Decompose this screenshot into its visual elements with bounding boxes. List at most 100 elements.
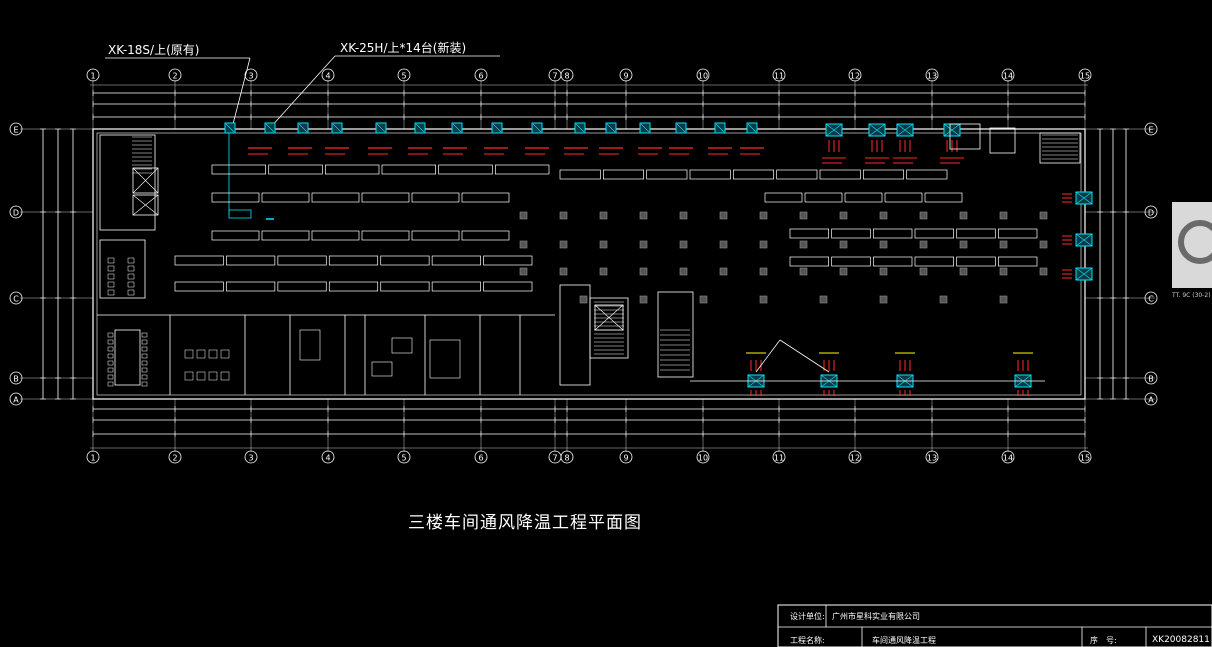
column-axis-bubble	[925, 68, 939, 82]
row-axis-label: C	[13, 295, 19, 304]
workbench	[431, 281, 481, 292]
workbench	[311, 230, 360, 241]
stair-core-right	[1039, 132, 1081, 164]
new-unit-callout: XK-25H/上*14台(新装)	[340, 41, 467, 55]
column-axis-label: 10	[698, 454, 708, 463]
equipment-pad	[559, 267, 568, 276]
equipment-pad	[1039, 211, 1048, 220]
column-axis-label: 7	[552, 454, 557, 463]
equipment-pad	[879, 240, 888, 249]
column-axis-bubble	[397, 450, 411, 464]
column-axis-label: 4	[325, 72, 330, 81]
equipment-pad	[919, 211, 928, 220]
callout-leader-new	[269, 55, 336, 129]
workbench	[602, 169, 645, 180]
column-axis-label: 6	[478, 454, 483, 463]
row-axis-label: E	[1148, 126, 1153, 135]
equipment-pad	[999, 240, 1008, 249]
workbench	[431, 255, 481, 266]
chair	[107, 374, 114, 380]
column-axis-bubble	[925, 450, 939, 464]
equipment-pad	[839, 267, 848, 276]
center-lift-shaft	[594, 304, 624, 331]
chair	[107, 367, 114, 373]
chair	[141, 367, 148, 373]
row-axis-bubble	[1144, 205, 1158, 219]
column-axis-label: 1	[90, 454, 95, 463]
chair	[141, 360, 148, 366]
office-desk	[196, 371, 206, 381]
workbench	[689, 169, 731, 180]
column-axis-bubble	[696, 68, 710, 82]
chair	[107, 265, 115, 272]
workbench	[411, 192, 460, 203]
cooling-unit-mark	[332, 123, 342, 133]
column-axis-label: 9	[623, 72, 628, 81]
column-axis-bubble	[86, 68, 100, 82]
equipment-pad	[919, 267, 928, 276]
workbench	[261, 192, 310, 203]
lower-callout-leader	[779, 339, 830, 373]
cooling-unit-mark	[747, 123, 757, 133]
new-cooling-unit-mark	[1075, 267, 1093, 281]
equipment-pad	[639, 267, 648, 276]
equipment-pad	[519, 240, 528, 249]
new-cooling-unit-mark	[1075, 233, 1093, 247]
cooling-unit-mark	[415, 123, 425, 133]
watermark-logo-icon	[1178, 220, 1212, 264]
workbench	[380, 255, 430, 266]
equipment-pad	[519, 211, 528, 220]
workbench	[324, 164, 380, 175]
row-axis-bubble	[1144, 122, 1158, 136]
column-axis-label: 8	[564, 72, 569, 81]
chair	[127, 289, 135, 296]
toilet-block	[989, 127, 1016, 154]
equipment-pad	[599, 267, 608, 276]
column-axis-bubble	[1001, 68, 1015, 82]
column-axis-bubble	[474, 450, 488, 464]
column-axis-bubble	[772, 450, 786, 464]
equipment-pad	[839, 240, 848, 249]
center-stair-core	[589, 297, 629, 359]
new-cooling-unit-mark	[896, 123, 914, 137]
workbench	[268, 164, 323, 175]
chair	[107, 281, 115, 288]
chair	[127, 265, 135, 272]
row-axis-bubble	[1144, 392, 1158, 406]
office-desk	[220, 371, 230, 381]
project-name-value: 车间通风降温工程	[872, 636, 936, 645]
column-axis-label: 12	[850, 72, 860, 81]
column-axis-bubble	[244, 68, 258, 82]
workbench	[804, 192, 843, 203]
cooling-unit-mark	[606, 123, 616, 133]
equipment-pad	[799, 211, 808, 220]
equipment-pad	[999, 295, 1008, 304]
column-axis-bubble	[244, 450, 258, 464]
lift-shaft-cross	[132, 194, 159, 216]
workbench	[884, 192, 923, 203]
equipment-pad	[519, 267, 528, 276]
row-axis-label: D	[1148, 209, 1154, 218]
column-axis-label: 13	[927, 454, 937, 463]
workbench	[483, 255, 533, 266]
workbench	[831, 256, 871, 267]
workbench	[646, 169, 688, 180]
cooling-unit-mark	[676, 123, 686, 133]
chair	[141, 381, 148, 387]
equipment-pad	[759, 240, 768, 249]
workbench	[956, 256, 996, 267]
workbench	[261, 230, 310, 241]
column-axis-bubble	[474, 68, 488, 82]
workbench	[956, 228, 996, 239]
column-axis-label: 6	[478, 72, 483, 81]
column-axis-label: 8	[564, 454, 569, 463]
lift-shaft-cross	[594, 304, 624, 331]
row-axis-bubble	[1144, 291, 1158, 305]
workbench	[461, 230, 510, 241]
column-axis-bubble	[848, 68, 862, 82]
workbench	[924, 192, 963, 203]
workbench	[789, 256, 830, 267]
equipment-pad	[759, 295, 768, 304]
office-desk	[429, 339, 461, 379]
row-axis-bubble	[1144, 371, 1158, 385]
